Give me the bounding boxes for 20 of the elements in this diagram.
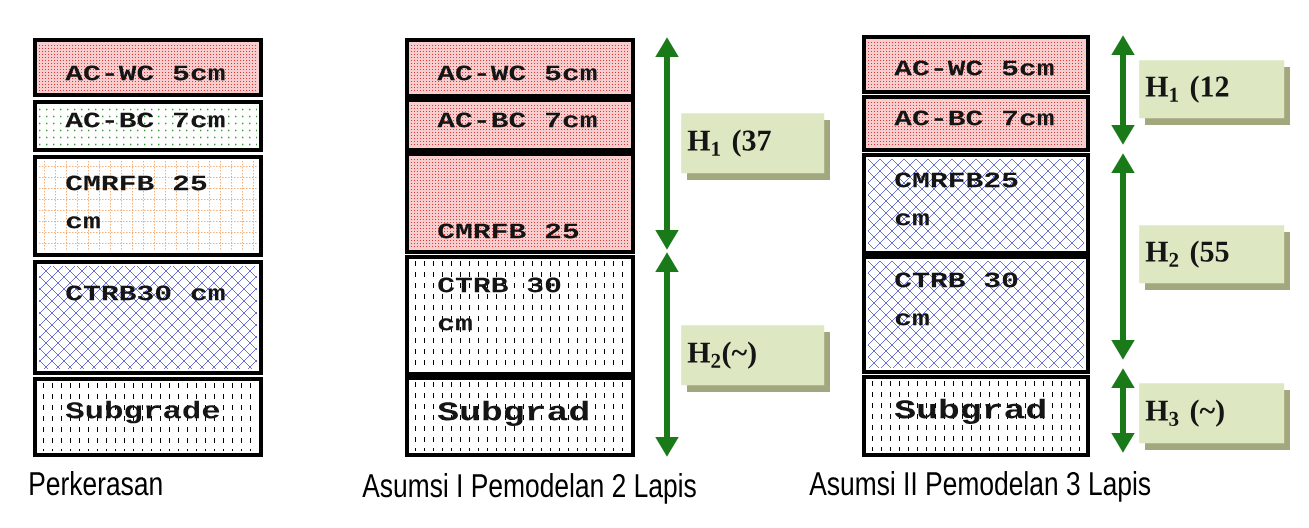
caption: Asumsi I Pemodelan 2 Lapis — [362, 473, 696, 504]
label-box: H$_{3}$ (~) — [1139, 383, 1290, 450]
pavement-layer: Subgrad — [405, 376, 635, 457]
pavement-layer: AC-BC 7cm — [862, 95, 1090, 152]
pavement-layer: AC-WC 5cm — [33, 38, 263, 97]
label-box: H$_{1}$ (12 — [1139, 60, 1290, 125]
caption: Asumsi II Pemodelan 3 Lapis — [809, 471, 1151, 502]
pavement-layer: CMRFB 25 cm — [33, 155, 263, 257]
pavement-layer: CTRB 30 cm — [405, 255, 635, 376]
label-box: H$_{1}$ (37 — [681, 113, 830, 180]
pavement-layer: AC-BC 7cm — [405, 98, 635, 152]
pavement-layer: Subgrade — [33, 377, 263, 457]
pavement-layer: AC-WC 5cm — [862, 35, 1090, 94]
label-box: H$_{2}$ (55 — [1139, 225, 1290, 290]
label-box: H$_{2}$(~) — [681, 325, 830, 392]
pavement-layer: AC-WC 5cm — [405, 38, 635, 98]
caption: Perkerasan — [30, 471, 162, 496]
pavement-layer: CMRFB 25 — [405, 152, 635, 254]
pavement-layer: Subgrad — [862, 375, 1090, 457]
pavement-layer: AC-BC 7cm — [33, 100, 263, 152]
